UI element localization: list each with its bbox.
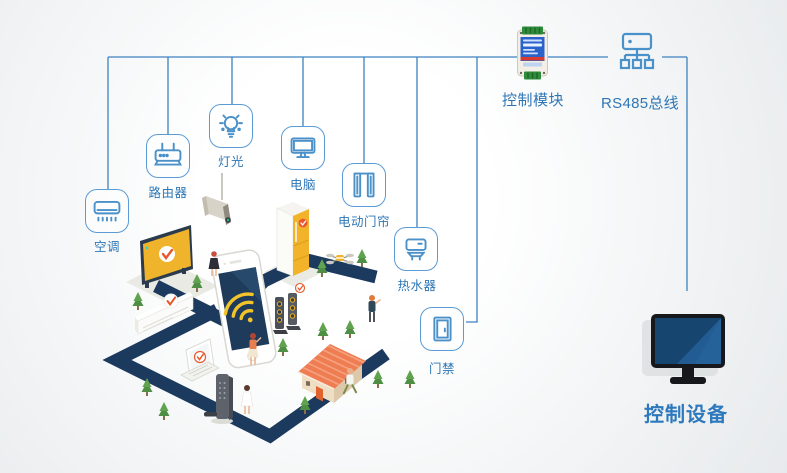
smartphone (211, 249, 277, 369)
control-module-device (517, 26, 548, 80)
device-node-computer (281, 126, 325, 170)
water-heater-icon (405, 238, 427, 261)
laptop (180, 338, 220, 382)
device-label-ac: 空调 (93, 240, 120, 254)
door-access-icon (433, 316, 452, 342)
wifi-signal-icon (223, 292, 254, 323)
house (297, 344, 366, 403)
air-conditioner-icon (93, 200, 121, 222)
device-node-light (209, 104, 253, 148)
person-walking-by-house (342, 368, 358, 395)
smart-home-illustration (102, 173, 416, 444)
device-label-heater: 热水器 (397, 279, 437, 293)
control-computer-icon (642, 314, 725, 384)
smart-tv (140, 225, 193, 288)
device-label-door: 门禁 (428, 362, 455, 376)
device-label-light: 灯光 (217, 155, 244, 169)
router-icon (154, 142, 182, 166)
security-camera (202, 173, 231, 225)
person-girl-by-tv (208, 251, 220, 276)
device-label-computer: 电脑 (289, 178, 316, 192)
device-label-router: 路由器 (148, 186, 188, 200)
air-conditioner-unit (135, 292, 194, 335)
desktop-monitor-icon (290, 137, 316, 159)
person-woman-by-lock (241, 385, 253, 414)
drone (326, 253, 354, 265)
light-bulb-icon (219, 114, 243, 138)
motorized-curtain-icon (353, 172, 375, 198)
refrigerator (276, 202, 309, 277)
device-node-ac (85, 189, 129, 233)
tower-speakers (273, 282, 306, 334)
device-node-door (420, 307, 464, 351)
device-node-curtain (342, 163, 386, 207)
bus-label: RS485总线 (601, 95, 679, 112)
controller-label: 控制设备 (644, 404, 728, 426)
person-man-photographing (368, 295, 381, 322)
person-woman-by-phone (247, 333, 262, 365)
device-label-curtain: 电动门帘 (337, 215, 390, 229)
module-label: 控制模块 (501, 92, 564, 109)
device-node-heater (394, 227, 438, 271)
device-node-router (146, 134, 190, 178)
smart-door-lock (204, 374, 233, 424)
bus-topology-icon (619, 32, 655, 70)
